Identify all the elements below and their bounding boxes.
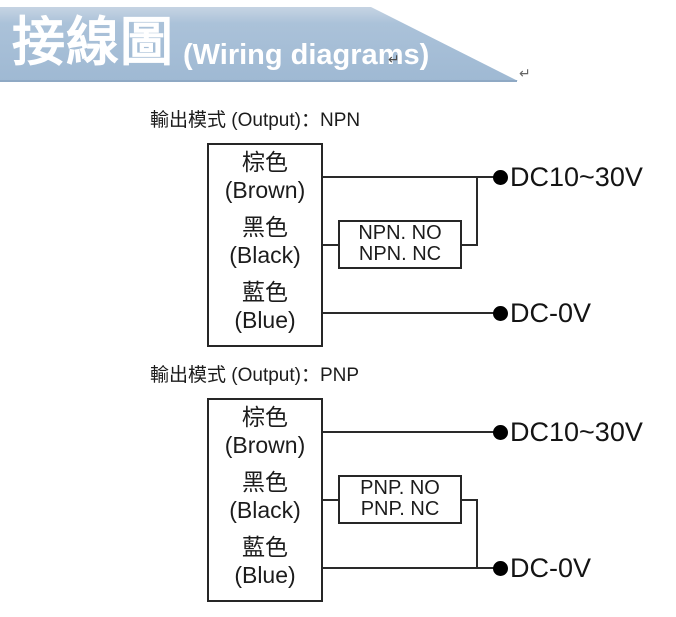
wire-label-brown-en: (Brown) (224, 177, 306, 203)
load-output-wire (460, 244, 478, 246)
banner-title-cjk: 接線圖 (12, 13, 174, 72)
output-mode-label-pnp: 輸出模式 (Output)：PNP (150, 365, 360, 386)
wire-label-blue-cjk: 藍色 (242, 534, 288, 560)
load-to-positive-rail-wire (476, 177, 478, 246)
black-wire (323, 244, 340, 246)
line-break-mark-icon: ↵ (388, 51, 400, 67)
banner-title-en: (Wiring diagrams) (183, 39, 430, 71)
terminal-dot-positive (493, 425, 508, 440)
wiring-diagram-pnp: 輸出模式 (Output)：PNP 棕色 (Brown) 黑色 (Black) … (0, 360, 676, 610)
wire-label-black-cjk: 黑色 (242, 214, 288, 240)
terminal-label-negative: DC-0V (510, 553, 592, 583)
wire-label-black-en: (Black) (229, 242, 301, 268)
terminal-label-negative: DC-0V (510, 298, 592, 328)
load-box-npn: NPN. NO NPN. NC (338, 220, 462, 269)
banner-underline (0, 80, 517, 82)
load-line-no: PNP. NO (360, 477, 440, 499)
brown-wire (323, 431, 494, 433)
blue-wire (323, 567, 494, 569)
wire-label-brown-cjk: 棕色 (242, 404, 288, 430)
terminal-label-positive: DC10~30V (510, 162, 643, 192)
wire-label-black-cjk: 黑色 (242, 469, 288, 495)
terminal-dot-negative (493, 306, 508, 321)
output-mode-label-npn: 輸出模式 (Output)：NPN (150, 110, 361, 131)
sensor-box-npn: 棕色 (Brown) 黑色 (Black) 藍色 (Blue) (207, 143, 323, 347)
load-output-wire (460, 499, 478, 501)
wire-label-brown-en: (Brown) (224, 432, 306, 458)
load-to-negative-rail-wire (476, 500, 478, 569)
terminal-label-positive: DC10~30V (510, 417, 643, 447)
wire-label-blue-en: (Blue) (234, 307, 296, 333)
paragraph-break-mark-icon: ↵ (519, 65, 531, 81)
section-banner: 接線圖 (Wiring diagrams) ↵ (0, 7, 518, 81)
wire-label-black-en: (Black) (229, 497, 301, 523)
load-line-nc: PNP. NC (360, 498, 440, 520)
black-wire (323, 499, 340, 501)
load-line-no: NPN. NO (358, 222, 442, 244)
brown-wire (323, 176, 494, 178)
terminal-dot-negative (493, 561, 508, 576)
sensor-box-pnp: 棕色 (Brown) 黑色 (Black) 藍色 (Blue) (207, 398, 323, 602)
blue-wire (323, 312, 494, 314)
wire-label-blue-en: (Blue) (234, 562, 296, 588)
wire-label-brown-cjk: 棕色 (242, 149, 288, 175)
load-box-pnp: PNP. NO PNP. NC (338, 475, 462, 524)
wire-label-blue-cjk: 藍色 (242, 279, 288, 305)
wiring-diagram-npn: 輸出模式 (Output)：NPN 棕色 (Brown) 黑色 (Black) … (0, 105, 676, 355)
load-line-nc: NPN. NC (358, 243, 442, 265)
terminal-dot-positive (493, 170, 508, 185)
